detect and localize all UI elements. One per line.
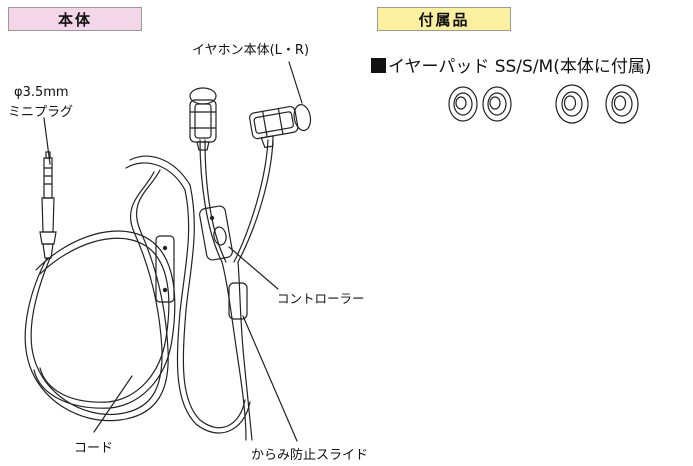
controller-label: コントローラー: [277, 291, 365, 306]
accessories-heading: 付属品: [377, 7, 511, 31]
right-earbud: [249, 104, 312, 149]
plug-label-line1: φ3.5mm: [14, 85, 69, 100]
earbud-wires: [199, 139, 274, 441]
controller: [199, 205, 233, 261]
cord-label: コード: [74, 441, 114, 456]
left-cord-block: [155, 235, 175, 303]
slider-label: からみ防止スライド: [251, 448, 369, 463]
ear-pads-title: イヤーパッド SS/S/M(本体に付属): [371, 52, 651, 77]
anti-tangle-slider: [228, 282, 248, 320]
earphone-body-leader: [288, 61, 303, 104]
main-unit-heading: 本体: [8, 7, 142, 31]
slider-leader: [242, 315, 298, 442]
left-earbud: [189, 87, 217, 151]
cord-leader: [93, 375, 133, 433]
plug-leader: [43, 117, 51, 165]
bullet-square-icon: [371, 58, 386, 73]
earphone-body-label: イヤホン本体(L・R): [192, 43, 310, 58]
ear-pads-label: イヤーパッド SS/S/M(本体に付属): [388, 57, 652, 77]
mini-plug: [39, 151, 57, 259]
coiled-cord: [24, 155, 251, 434]
ear-pads: [448, 84, 639, 124]
plug-label-line2: ミニプラグ: [8, 105, 74, 120]
controller-leader: [228, 246, 279, 290]
